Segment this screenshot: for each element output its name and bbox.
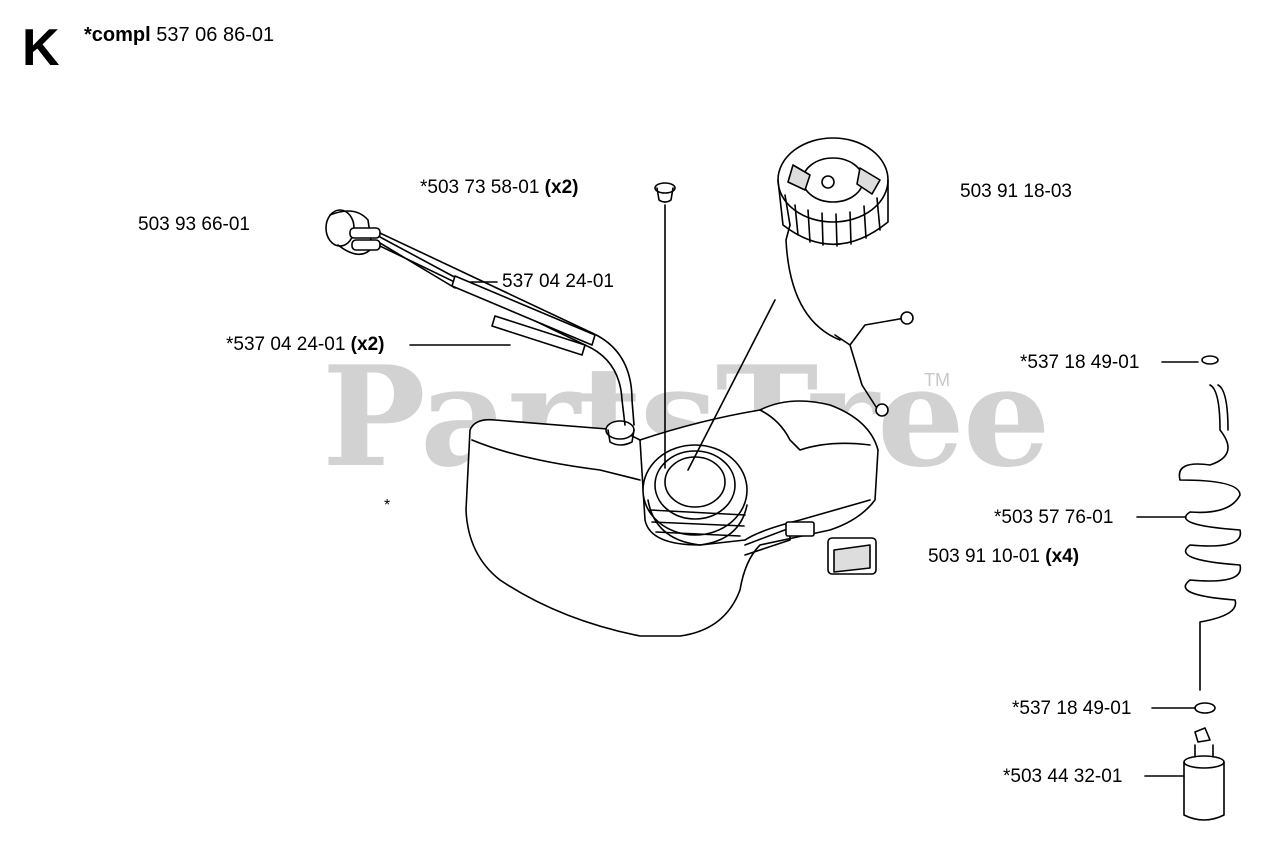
fuel-filter	[1183, 727, 1225, 821]
part-label-o-ring-bottom[interactable]: *537 18 49-01	[1012, 699, 1131, 718]
part-number: *503 73 58-01	[420, 177, 540, 198]
section-letter: K	[22, 19, 60, 77]
part-number: *537 04 24-01	[226, 334, 346, 355]
part-number: 503 93 66-01	[138, 214, 250, 235]
part-label-primer-bulb[interactable]: 503 93 66-01	[138, 215, 250, 234]
part-label-fuel-cap[interactable]: 503 91 18-03	[960, 182, 1072, 201]
primer-bulb	[325, 209, 635, 426]
trademark-mark: TM	[924, 370, 950, 390]
compl-title: *compl 537 06 86-01	[84, 24, 274, 47]
fuel-hose-lower	[491, 315, 586, 356]
asterisk-note: *	[384, 497, 391, 514]
compl-number: 537 06 86-01	[156, 24, 275, 46]
part-label-fuel-hose[interactable]: 537 04 24-01	[502, 272, 614, 291]
part-label-spiral-hose[interactable]: *503 57 76-01	[994, 508, 1113, 527]
compl-prefix: *compl	[84, 24, 151, 46]
grommet-top	[654, 182, 676, 203]
part-qty: (x2)	[544, 177, 579, 198]
fuel-cap	[777, 137, 914, 417]
part-number: *537 18 49-01	[1020, 352, 1140, 373]
part-label-grommet[interactable]: *503 73 58-01 (x2)	[420, 178, 578, 197]
part-label-fuel-hose-x2[interactable]: *537 04 24-01 (x2)	[226, 335, 384, 354]
leader-cap	[687, 299, 776, 471]
part-number: 537 04 24-01	[502, 271, 614, 292]
spiral-fuel-hose	[1178, 355, 1242, 714]
part-number: *503 57 76-01	[994, 507, 1114, 528]
part-number: 503 91 18-03	[960, 181, 1072, 202]
part-qty: (x4)	[1045, 546, 1080, 567]
part-label-o-ring-top[interactable]: *537 18 49-01	[1020, 353, 1139, 372]
part-number: *537 18 49-01	[1012, 698, 1132, 719]
part-number: *503 44 32-01	[1003, 766, 1123, 787]
part-number: 503 91 10-01	[928, 546, 1040, 567]
part-label-fuel-filter[interactable]: *503 44 32-01	[1003, 767, 1122, 786]
part-qty: (x2)	[350, 334, 385, 355]
fuel-hose-upper	[451, 275, 596, 346]
part-label-rubber-buffer[interactable]: 503 91 10-01 (x4)	[928, 547, 1079, 566]
fuel-tank	[465, 400, 879, 637]
